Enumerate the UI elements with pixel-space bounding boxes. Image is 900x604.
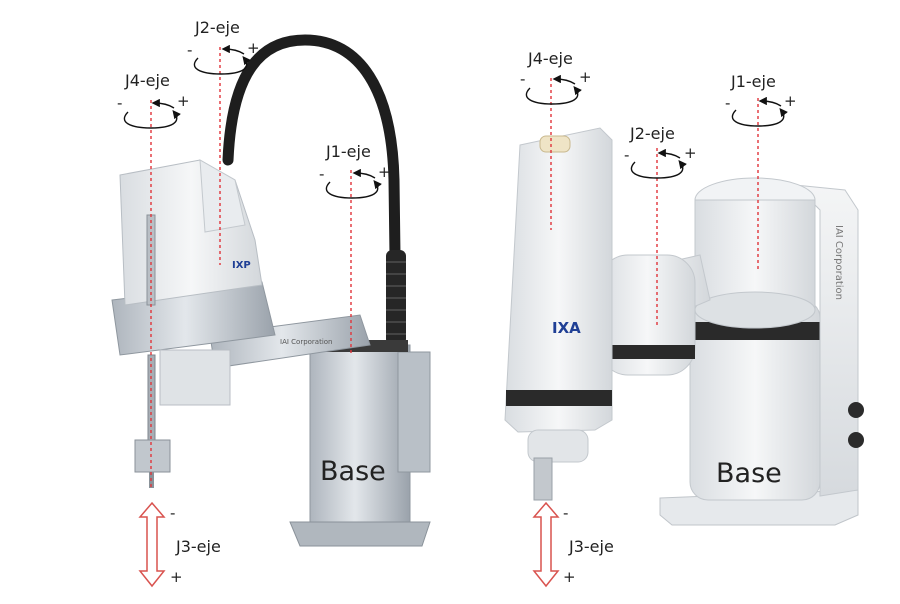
right-j2-minus: - [624, 146, 629, 164]
left-j4-plus: + [177, 92, 190, 110]
left-j4-label: J4-eje [124, 71, 170, 90]
right-j3-arrow [532, 501, 560, 588]
right-j2-plus: + [684, 144, 697, 162]
right-j3-label: J3-eje [568, 537, 614, 556]
left-j1-rotation [325, 168, 382, 199]
right-column: IAI Corporation [689, 184, 864, 501]
right-column-text: IAI Corporation [833, 225, 844, 300]
left-j1-label: J1-eje [325, 142, 371, 161]
rotation-symbols [123, 44, 788, 199]
left-j2-rotation [193, 44, 251, 75]
left-arm-text: IAI Corporation [280, 338, 333, 346]
right-j4-minus: - [520, 70, 525, 88]
left-j4-rotation [123, 98, 181, 129]
right-j2-label: J2-eje [629, 124, 675, 143]
right-logo: IXA [552, 319, 581, 337]
left-j2-label: J2-eje [194, 18, 240, 37]
right-robot: IAI Corporation IXA Base [504, 127, 864, 526]
left-cable-corrugated [386, 250, 406, 345]
right-j2-rotation [630, 148, 687, 179]
axis-labels: J4-eje - + J2-eje - + J1-eje - + J3-eje … [117, 18, 797, 586]
left-j3-minus: - [170, 504, 175, 522]
right-j4-label: J4-eje [527, 49, 573, 68]
right-j4-rotation [525, 74, 582, 105]
right-j1-plus: + [784, 92, 797, 110]
left-j3-plus: + [170, 568, 183, 586]
left-j1-plus: + [378, 163, 391, 181]
left-j1-minus: - [319, 165, 324, 183]
right-j3-plus: + [563, 568, 576, 586]
right-j1-rotation [731, 96, 788, 127]
left-base-label: Base [320, 456, 386, 487]
right-j3-minus: - [563, 504, 568, 522]
left-base-column [289, 340, 431, 547]
right-j4-plus: + [579, 68, 592, 86]
right-j1-label: J1-eje [730, 72, 776, 91]
j3-arrows [138, 501, 560, 588]
left-robot: IAI Corporation IXP Base [111, 34, 431, 547]
left-logo: IXP [232, 260, 251, 271]
left-arm-1: IXP [111, 159, 276, 406]
left-j2-minus: - [187, 41, 192, 59]
right-base-label: Base [716, 458, 782, 489]
left-j3-arrow [138, 501, 166, 588]
left-j3-label: J3-eje [175, 537, 221, 556]
right-head: IXA [504, 127, 613, 501]
right-arm-1 [694, 177, 816, 329]
left-j4-minus: - [117, 94, 122, 112]
left-cable [222, 34, 402, 336]
left-j2-plus: + [247, 39, 260, 57]
right-j1-minus: - [725, 94, 730, 112]
